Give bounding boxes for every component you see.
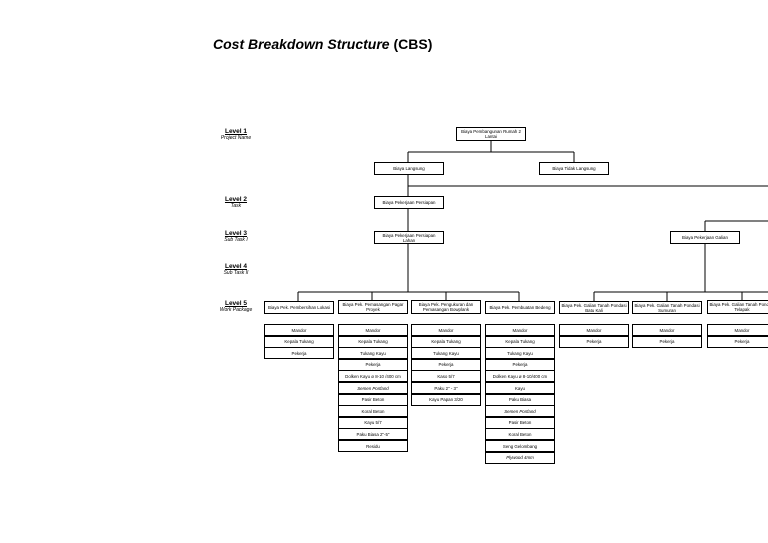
wp-pembersihan: Biaya Pek. Pembersihan Lokasi [264,301,334,314]
resource-item: Residu [338,440,408,452]
level-1-label: Level 1 Project Name [220,128,252,141]
resource-item: Kepala Tukang [264,335,334,348]
resource-item: Semen Portland [338,382,408,394]
level-4-label: Level 4 Sub Task II [223,263,249,276]
wp-galian-batu-kali: Biaya Pek. Galian Tanah Pondasi Batu Kal… [559,301,629,314]
wp-bedeng: Biaya Pek. Pembuatan Bedeng [485,301,555,314]
resource-item: Kayu [485,382,555,394]
diagram-title: Cost Breakdown Structure (CBS) [213,36,433,52]
resource-item: Mandor [338,324,408,336]
resource-item: Pasir Beton [485,416,555,429]
resource-item: Semen Portland [485,405,555,418]
resource-item: Pasir Beton [338,393,408,406]
resource-item: Paku Biasa [485,393,555,406]
resource-item: Kepala Tukang [338,335,408,348]
node-persiapan-lahan: Biaya Pekerjaan Persiapan Lahan [374,231,444,244]
resource-item: Mandor [707,324,768,336]
level-5-label: Level 5 Work Package [219,300,253,313]
wp-pagar: Biaya Pek. Pemasangan Pagar Proyek [338,300,408,314]
resource-item: Kepala Tukang [411,335,481,348]
node-project: Biaya Pembangunan Rumah 2 Lantai [456,127,526,141]
resource-item: Mandor [632,324,702,336]
resource-item: Dolken Kayu ø 8-10/400 cm [485,370,555,383]
level-3-label: Level 3 Sub Task I [224,230,248,243]
resource-item: Mandor [559,324,629,336]
resource-item: Pekerja [707,335,768,348]
resource-item: Koral Beton [338,405,408,418]
resource-item: Koral Beton [485,428,555,441]
resource-item: Mandor [411,324,481,336]
resource-item: Mandor [485,324,555,336]
wp-bowplank: Biaya Pek. Pengukuran dan Pemasangan Bow… [411,300,481,314]
resource-item: Kayu Papan 3/20 [411,393,481,406]
level-2-label: Level 2 Task [224,196,248,209]
resource-item: Tukang Kayu [411,347,481,360]
resource-item: Mandor [264,324,334,336]
resource-item: Kepala Tukang [485,335,555,348]
resource-item: Paku Biasa 2"-5" [338,428,408,441]
resource-item: Dolken Kayu ø 8-10 /400 cm [338,370,408,383]
resource-item: Pekerja [632,335,702,348]
resource-item: Plywood 4mm [485,451,555,464]
resource-item: Tukang Kayu [485,347,555,360]
resource-item: Tukang Kayu [338,347,408,360]
wp-galian-sumuran: Biaya Pek. Galian Tanah Pondasi Sumuran [632,301,702,314]
wp-galian-telapak: Biaya Pek. Galian Tanah Pondasi Telapak [707,300,768,314]
resource-item: Pekerja [264,347,334,360]
node-biaya-tidak-langsung: Biaya Tidak Langsung [539,162,609,175]
node-biaya-langsung: Biaya Langsung [374,162,444,175]
resource-item: Pekerja [559,335,629,348]
resource-item: Seng Gelombang [485,440,555,452]
resource-item: Paku 2" - 3" [411,382,481,394]
node-galian: Biaya Pekerjaan Galian [670,231,740,244]
resource-item: Kaso 5/7 [411,370,481,383]
resource-item: Pekerja [338,358,408,371]
node-persiapan: Biaya Pekerjaan Persiapan [374,196,444,209]
resource-item: Pekerja [411,358,481,371]
resource-item: Kayu 5/7 [338,416,408,429]
resource-item: Pekerja [485,358,555,371]
